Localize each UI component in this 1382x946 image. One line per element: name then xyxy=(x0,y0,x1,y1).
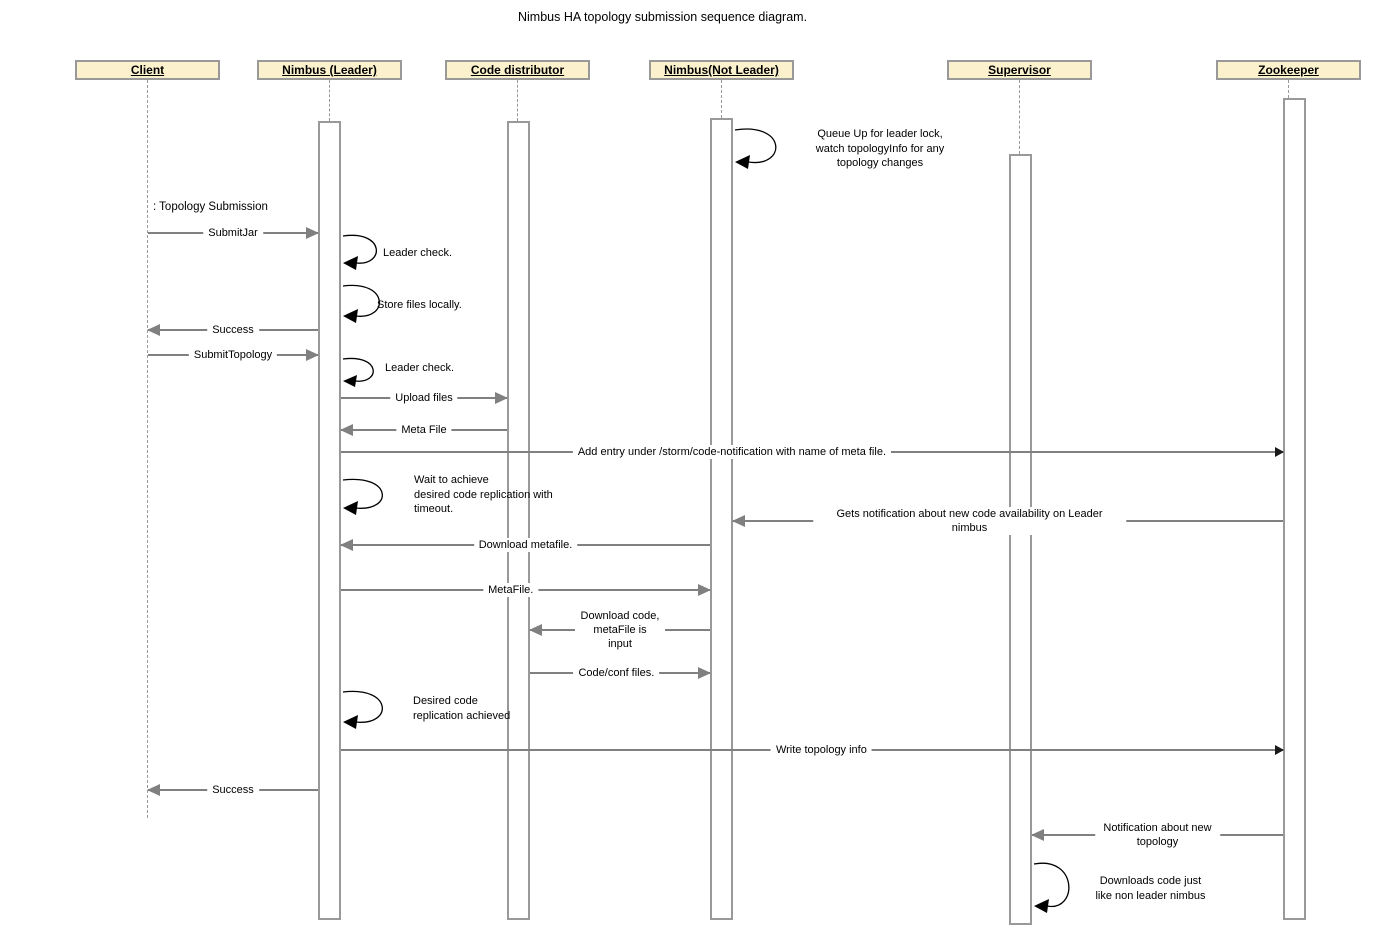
actor-header-supervisor: Supervisor xyxy=(947,60,1092,80)
lifeline-supervisor xyxy=(1019,80,1020,154)
message-label: Code/conf files. xyxy=(573,666,660,680)
message-label: Gets notification about new code availab… xyxy=(812,507,1127,535)
arrowhead-left-icon xyxy=(1031,829,1044,841)
self-loop-label-desired-replication: Desired code replication achieved xyxy=(413,695,511,722)
arrowhead-left-icon xyxy=(147,784,160,796)
self-loop-store-files-icon xyxy=(342,284,380,323)
self-loop-label-downloads-code: Downloads code just like non leader nimb… xyxy=(1095,875,1206,902)
lifeline-zookeeper xyxy=(1288,80,1289,98)
message-label: Download metafile. xyxy=(473,538,578,552)
activation-bar-supervisor xyxy=(1009,154,1032,925)
actor-label-supervisor: Supervisor xyxy=(988,63,1051,77)
diagram-title: Nimbus HA topology submission sequence d… xyxy=(518,10,808,24)
message-label: Success xyxy=(207,783,259,797)
arrowhead-left-icon xyxy=(340,424,353,436)
self-loop-label-store-files: Store files locally. xyxy=(377,299,462,311)
arrowhead-right-icon xyxy=(306,349,319,361)
actor-header-code-distributor: Code distributor xyxy=(445,60,590,80)
self-loop-leader-check-2-icon xyxy=(342,357,374,387)
actor-label-code-distributor: Code distributor xyxy=(470,63,565,77)
actor-label-client: Client xyxy=(130,63,165,77)
lifeline-nimbus-not-leader xyxy=(721,80,722,118)
message-label: Upload files xyxy=(390,391,458,405)
actor-label-nimbus-leader: Nimbus (Leader) xyxy=(282,63,377,77)
lifeline-nimbus-leader xyxy=(329,80,330,121)
actor-label-nimbus-not-leader: Nimbus(Not Leader) xyxy=(664,63,779,77)
arrowhead-right-icon xyxy=(495,392,508,404)
activation-bar-code-distributor xyxy=(507,121,530,920)
activation-bar-zookeeper xyxy=(1283,98,1306,920)
self-loop-label-wait-replication: Wait to achieve desired code replication… xyxy=(414,474,553,515)
self-loop-label-queue-up: Queue Up for leader lock, watch topology… xyxy=(815,128,945,169)
arrowhead-left-icon xyxy=(340,539,353,551)
client-note: : Topology Submission xyxy=(153,201,268,213)
self-loop-queue-up-icon xyxy=(734,128,777,169)
actor-header-nimbus-not-leader: Nimbus(Not Leader) xyxy=(649,60,794,80)
self-loop-label-leader-check-1: Leader check. xyxy=(383,247,453,259)
lifeline-code-distributor xyxy=(517,80,518,121)
message-label: Meta File xyxy=(396,423,452,437)
actor-header-nimbus-leader: Nimbus (Leader) xyxy=(257,60,402,80)
arrowhead-right-icon xyxy=(698,584,711,596)
message-label: SubmitJar xyxy=(203,226,263,240)
arrowhead-left-icon xyxy=(732,515,745,527)
message-label: Add entry under /storm/code-notification… xyxy=(572,445,891,459)
actor-header-zookeeper: Zookeeper xyxy=(1216,60,1361,80)
arrowhead-right-icon xyxy=(1275,447,1284,457)
self-loop-leader-check-1-icon xyxy=(342,234,377,270)
actor-label-zookeeper: Zookeeper xyxy=(1258,63,1319,77)
self-loop-desired-replication-icon xyxy=(342,690,383,729)
message-label: MetaFile. xyxy=(483,583,539,597)
arrowhead-right-icon xyxy=(1275,745,1284,755)
self-loop-label-leader-check-2: Leader check. xyxy=(385,362,455,374)
lifeline-client xyxy=(147,80,148,818)
arrowhead-left-icon xyxy=(147,324,160,336)
message-label: Write topology info xyxy=(770,743,872,757)
actor-header-client: Client xyxy=(75,60,220,80)
self-loop-wait-replication-icon xyxy=(342,478,383,515)
arrowhead-right-icon xyxy=(306,227,319,239)
activation-bar-nimbus-leader xyxy=(318,121,341,920)
self-loop-downloads-code-icon xyxy=(1033,862,1070,913)
message-label: Success xyxy=(207,323,259,337)
message-label: SubmitTopology xyxy=(188,348,278,362)
message-label: Download code, metaFile is input xyxy=(575,609,665,651)
message-label: Notification about new topology xyxy=(1094,821,1221,849)
arrowhead-left-icon xyxy=(529,624,542,636)
activation-bar-nimbus-not-leader xyxy=(710,118,733,920)
arrowhead-right-icon xyxy=(698,667,711,679)
